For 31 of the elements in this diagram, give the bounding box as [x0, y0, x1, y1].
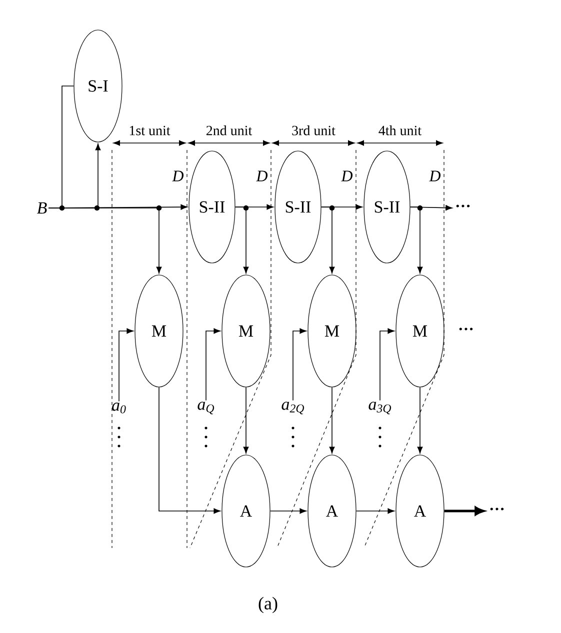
arrow	[380, 328, 394, 401]
ellipsis: ···	[490, 508, 504, 510]
arrow	[234, 206, 249, 274]
arrow	[329, 386, 335, 454]
variable-label: D	[341, 170, 353, 182]
signal-label: B	[36, 202, 47, 214]
signal-label: a$_{2Q}$	[282, 402, 304, 414]
arrow	[206, 328, 220, 401]
caption: (a)	[258, 596, 278, 614]
arrow	[320, 206, 335, 274]
arrow	[243, 386, 249, 454]
ellipsis: ···	[459, 328, 473, 330]
variable-label: D	[429, 170, 441, 182]
arrow	[158, 386, 220, 514]
arrow	[270, 508, 306, 514]
signal-label: a$_{3Q}$	[368, 402, 392, 414]
arrow	[444, 506, 484, 516]
arrow	[118, 328, 134, 402]
unit-label: 4th unit	[378, 125, 422, 136]
arrow	[356, 508, 394, 514]
unit-label: 1st unit	[130, 126, 170, 136]
unit-label: 3rd unit	[292, 125, 336, 136]
arrow	[292, 328, 306, 401]
ellipsis: ···	[456, 204, 470, 208]
signal-label: a$_{Q}$	[198, 402, 214, 414]
unit-label: 2nd unit	[206, 125, 252, 136]
arrow	[48, 208, 162, 274]
signal-label: a$_{0}$	[112, 402, 126, 414]
arrow	[417, 386, 423, 454]
variable-label: D	[256, 170, 268, 182]
arrow	[410, 206, 423, 274]
